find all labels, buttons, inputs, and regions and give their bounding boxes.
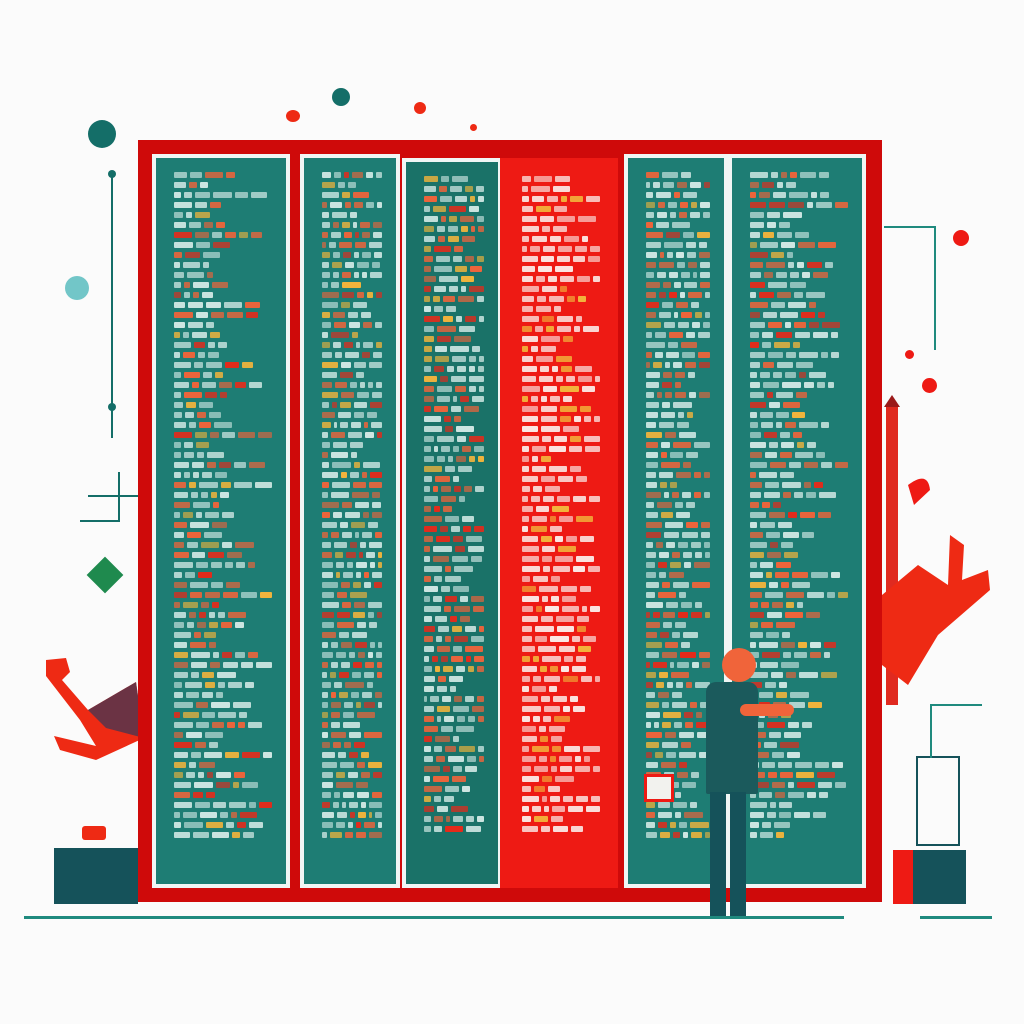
- data-panel-4: [500, 158, 618, 888]
- ground-line: [24, 916, 844, 919]
- red-valve: [82, 826, 106, 840]
- person-leg: [730, 792, 746, 918]
- circuit-line: [111, 172, 113, 438]
- red-dot: [953, 230, 969, 246]
- red-box: [893, 850, 913, 904]
- data-panel-6: [728, 154, 866, 888]
- light-teal-dot: [65, 276, 89, 300]
- diamond-icon: [86, 556, 124, 594]
- right-robot-arm-icon: [882, 395, 990, 705]
- person-torso: [706, 682, 758, 794]
- red-drop: [414, 102, 426, 114]
- teal-dot: [88, 120, 116, 148]
- person-leg: [710, 792, 726, 918]
- data-panel-5: [624, 154, 728, 888]
- red-dot: [922, 378, 937, 393]
- scaffold: [916, 756, 960, 846]
- teal-dot: [332, 88, 350, 106]
- red-drop: [286, 110, 300, 122]
- base-box: [54, 848, 138, 904]
- circuit-line: [930, 704, 982, 706]
- data-panel-1: [152, 154, 290, 888]
- circuit-node: [108, 403, 116, 411]
- red-dot: [470, 124, 477, 131]
- red-clipboard: [644, 774, 674, 802]
- circuit-line: [118, 472, 120, 522]
- red-dot: [905, 350, 914, 359]
- data-panel-2: [300, 154, 400, 888]
- circuit-node: [108, 170, 116, 178]
- left-robot-arm-icon: [46, 658, 144, 760]
- person-head: [722, 648, 756, 682]
- base-box: [912, 850, 966, 904]
- person-figure: [680, 646, 794, 922]
- circuit-line: [80, 520, 120, 522]
- circuit-line: [930, 704, 932, 758]
- circuit-line: [934, 226, 936, 350]
- ground-line: [920, 916, 992, 919]
- circuit-line: [88, 495, 138, 497]
- person-arm: [740, 704, 794, 716]
- data-panel-3: [402, 158, 502, 888]
- circuit-line: [884, 226, 936, 228]
